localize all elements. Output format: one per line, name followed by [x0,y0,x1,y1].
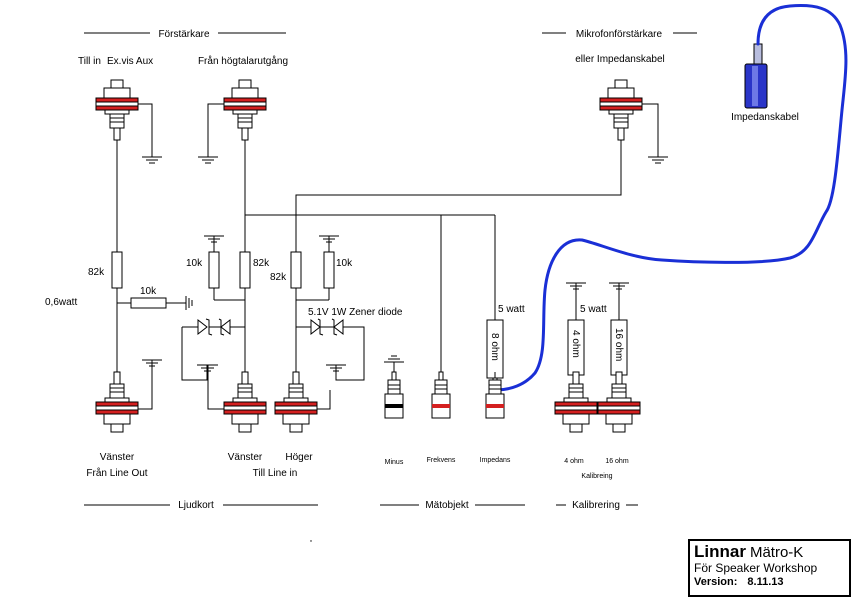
label-till-line-in: Till Line in [253,468,298,479]
right-line-in-jack[interactable] [274,371,318,433]
label-jack-4ohm: 4 ohm [564,458,584,465]
heading-matobjekt: Mätobjekt [425,500,469,511]
title-version-label: Version: [694,576,738,589]
label-5watt-cal: 5 watt [580,304,607,315]
resistor-82k-left [111,251,123,289]
ground-symbol [197,156,219,164]
label-fran-hogtalarutgang: Från högtalarutgång [198,55,288,67]
section-heading-mikrofon: Mikrofonförstärkare [542,29,697,40]
label-impedans: Impedans [480,457,511,464]
zener-diodes-right [296,318,365,381]
label-fran-line-out: Från Line Out [86,467,147,479]
heading-ljudkort: Ljudkort [178,500,214,511]
ground-symbol [141,156,163,164]
label-minus: Minus [385,459,404,466]
title-product: Mätro-K [749,544,804,561]
title-brand: Linnar [694,542,746,561]
minus-plug[interactable] [384,371,404,419]
ground-symbol [383,355,405,363]
label-8ohm: 8 ohm [489,333,500,361]
resistor-10k-mid-right [323,251,335,289]
ground-symbol [647,156,669,164]
label-exvis-aux: Ex.vis Aux [107,56,153,67]
label-82k-mid-left: 82k [253,258,270,269]
calibration-16ohm-jack[interactable] [597,371,641,433]
title-subtitle: För Speaker Workshop [694,561,818,576]
label-16ohm: 16 ohm [613,328,624,361]
resistor-10k-left [130,297,167,309]
stray-dot [310,540,312,542]
label-5watt-8ohm: 5 watt [498,304,525,315]
calibration-4ohm-jack[interactable] [554,371,598,433]
label-vanster-in: Vänster [228,452,263,463]
ground-wiring-line-in [197,364,331,410]
minus-wiring [383,355,405,372]
zener-diodes-left [181,318,245,381]
label-jack-16ohm: 16 ohm [605,458,629,465]
heading-mikrofonforstarkare: Mikrofonförstärkare [576,29,663,40]
heading-kalibrering: Kalibrering [572,500,620,511]
title-version-value: 8.11.13 [747,576,784,589]
resistor-10k-mid-left [208,251,220,289]
heading-forstarkare: Förstärkare [158,29,210,40]
label-82k-mid-right: 82k [270,272,287,283]
label-eller-impedanskabel: eller Impedanskabel [575,54,665,65]
label-power-rating: 0,6watt [45,297,77,308]
frekvens-plug[interactable] [431,371,451,419]
label-10k-mid-right: 10k [336,258,353,269]
section-heading-forstarkare: Förstärkare [84,29,286,40]
label-10k-left: 10k [140,286,157,297]
resistor-82k-mid-right [290,251,302,289]
label-frekvens: Frekvens [427,457,456,464]
speaker-bus-wiring [213,140,622,372]
speaker-output-jack[interactable] [223,79,267,141]
label-vanster-out: Vänster [100,452,135,463]
resistor-82k-mid-left [239,251,251,289]
section-heading-ljudkort: Ljudkort [84,500,318,511]
left-line-out-jack[interactable] [95,371,139,433]
label-kalibreing: Kalibreing [581,473,612,480]
label-impedanskabel: Impedanskabel [731,112,799,123]
label-4ohm: 4 ohm [570,330,581,358]
impedans-plug[interactable] [485,371,505,419]
section-heading-kalibrering: Kalibrering [556,500,638,511]
label-till-in: Till in [78,56,101,67]
mic-amp-jack[interactable] [599,79,643,141]
aux-input-jack[interactable] [95,79,139,141]
left-line-in-jack[interactable] [223,371,267,433]
left-line-out-wiring [116,140,193,372]
ground-wiring-left-out [138,359,163,410]
ground-wiring-top [138,103,669,164]
impedance-cable-plug[interactable] [744,43,768,109]
label-hoger: Höger [285,452,313,463]
label-zener: 5.1V 1W Zener diode [308,307,403,318]
impedance-cable [494,4,848,392]
label-82k-left: 82k [88,267,105,278]
label-10k-mid-left: 10k [186,258,203,269]
section-heading-matobjekt: Mätobjekt [380,500,525,511]
